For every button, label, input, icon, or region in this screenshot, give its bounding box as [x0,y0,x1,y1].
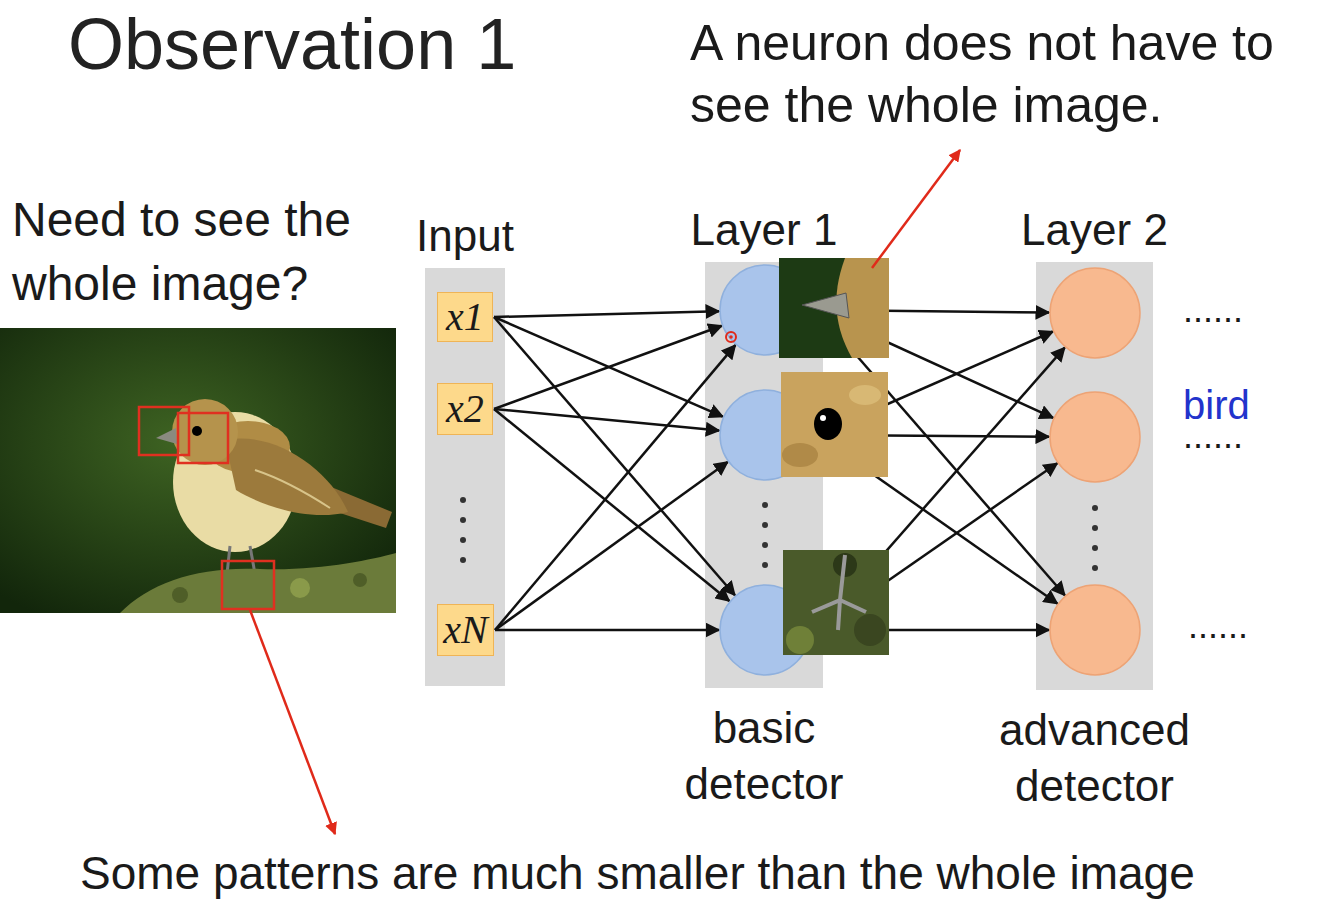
neuron-layer2 [1050,392,1140,482]
image-patch [781,372,888,477]
connection-wire [495,462,728,630]
vertical-ellipsis [762,502,768,508]
connection-wire [495,345,735,630]
layer-caption: basic detector [644,700,884,812]
ellipsis: ...... [1183,416,1243,456]
annotation-note: A neuron does not have to see the whole … [690,12,1335,136]
layer-caption: advanced detector [975,702,1215,814]
image-patch [783,550,889,655]
layer-title: Layer 1 [691,204,838,256]
image-patch [781,372,888,477]
vertical-ellipsis [460,557,466,563]
slide-title: Observation 1 [68,2,516,86]
leader-arrow [250,610,335,834]
image-patch [814,408,842,440]
receptive-field-box [178,413,228,463]
image-patch [812,555,866,630]
vertical-ellipsis [1092,525,1098,531]
input-cell: x1 [437,292,493,342]
vertical-ellipsis [460,517,466,523]
band-ground [425,268,505,686]
layer-band: Layer 2advanced detector [1036,262,1153,690]
layer-band: Layer 1basic detector [705,262,823,688]
bird-beak [156,428,177,444]
cursor-dot [729,335,733,339]
leader-arrow [872,150,960,268]
input-variable: x2 [446,387,484,431]
image-patch [854,614,886,646]
cursor-dot [726,332,736,342]
image-patch [783,550,889,655]
vertical-ellipsis [1092,545,1098,551]
input-cell: xN [437,604,494,656]
vertical-ellipsis [1092,505,1098,511]
mossy-branch [120,553,396,613]
vertical-ellipsis [1092,565,1098,571]
vertical-ellipsis [762,562,768,568]
neuron-layer2 [1050,585,1140,675]
moss-spot [353,573,367,587]
receptive-field-box [222,561,274,609]
image-patch [802,293,849,318]
image-patch [786,626,814,654]
photo-background [0,328,396,613]
bird-photo [0,328,396,613]
ellipsis: ...... [1183,290,1243,330]
moss-spot [290,578,310,598]
bird-wing [225,438,348,515]
question-note: Need to see the whole image? [12,188,392,316]
ellipsis: ...... [1188,606,1248,646]
connection-wire [494,311,719,317]
bird-eye [192,426,202,436]
input-variable: xN [443,608,487,652]
leader-arrows [250,150,960,834]
image-patch [782,443,818,467]
connection-wire [494,409,729,601]
connection-wire [495,629,719,632]
input-layer-band: x1x2xNInput [425,268,505,686]
image-patch [820,415,826,421]
wing-stripe [255,470,330,508]
image-patch [779,258,889,358]
connection-wire [494,409,719,431]
neuron-layer2 [1050,268,1140,358]
vertical-ellipsis [762,542,768,548]
vertical-ellipsis [460,537,466,543]
connection-wire [494,317,735,595]
image-patch [779,258,889,358]
layer-title: Layer 2 [1021,204,1168,256]
annotation-note: Some patterns are much smaller than the … [80,846,1195,900]
image-patch [849,385,881,405]
vertical-ellipsis [762,522,768,528]
band-ground [1036,262,1153,690]
vertical-ellipsis [460,497,466,503]
connection-wire [494,326,722,409]
input-cell: x2 [437,383,493,435]
layer-title: Input [416,210,514,262]
input-variable: x1 [446,295,484,339]
moss-spot [172,587,188,603]
vertical-ellipsis [460,497,1098,571]
